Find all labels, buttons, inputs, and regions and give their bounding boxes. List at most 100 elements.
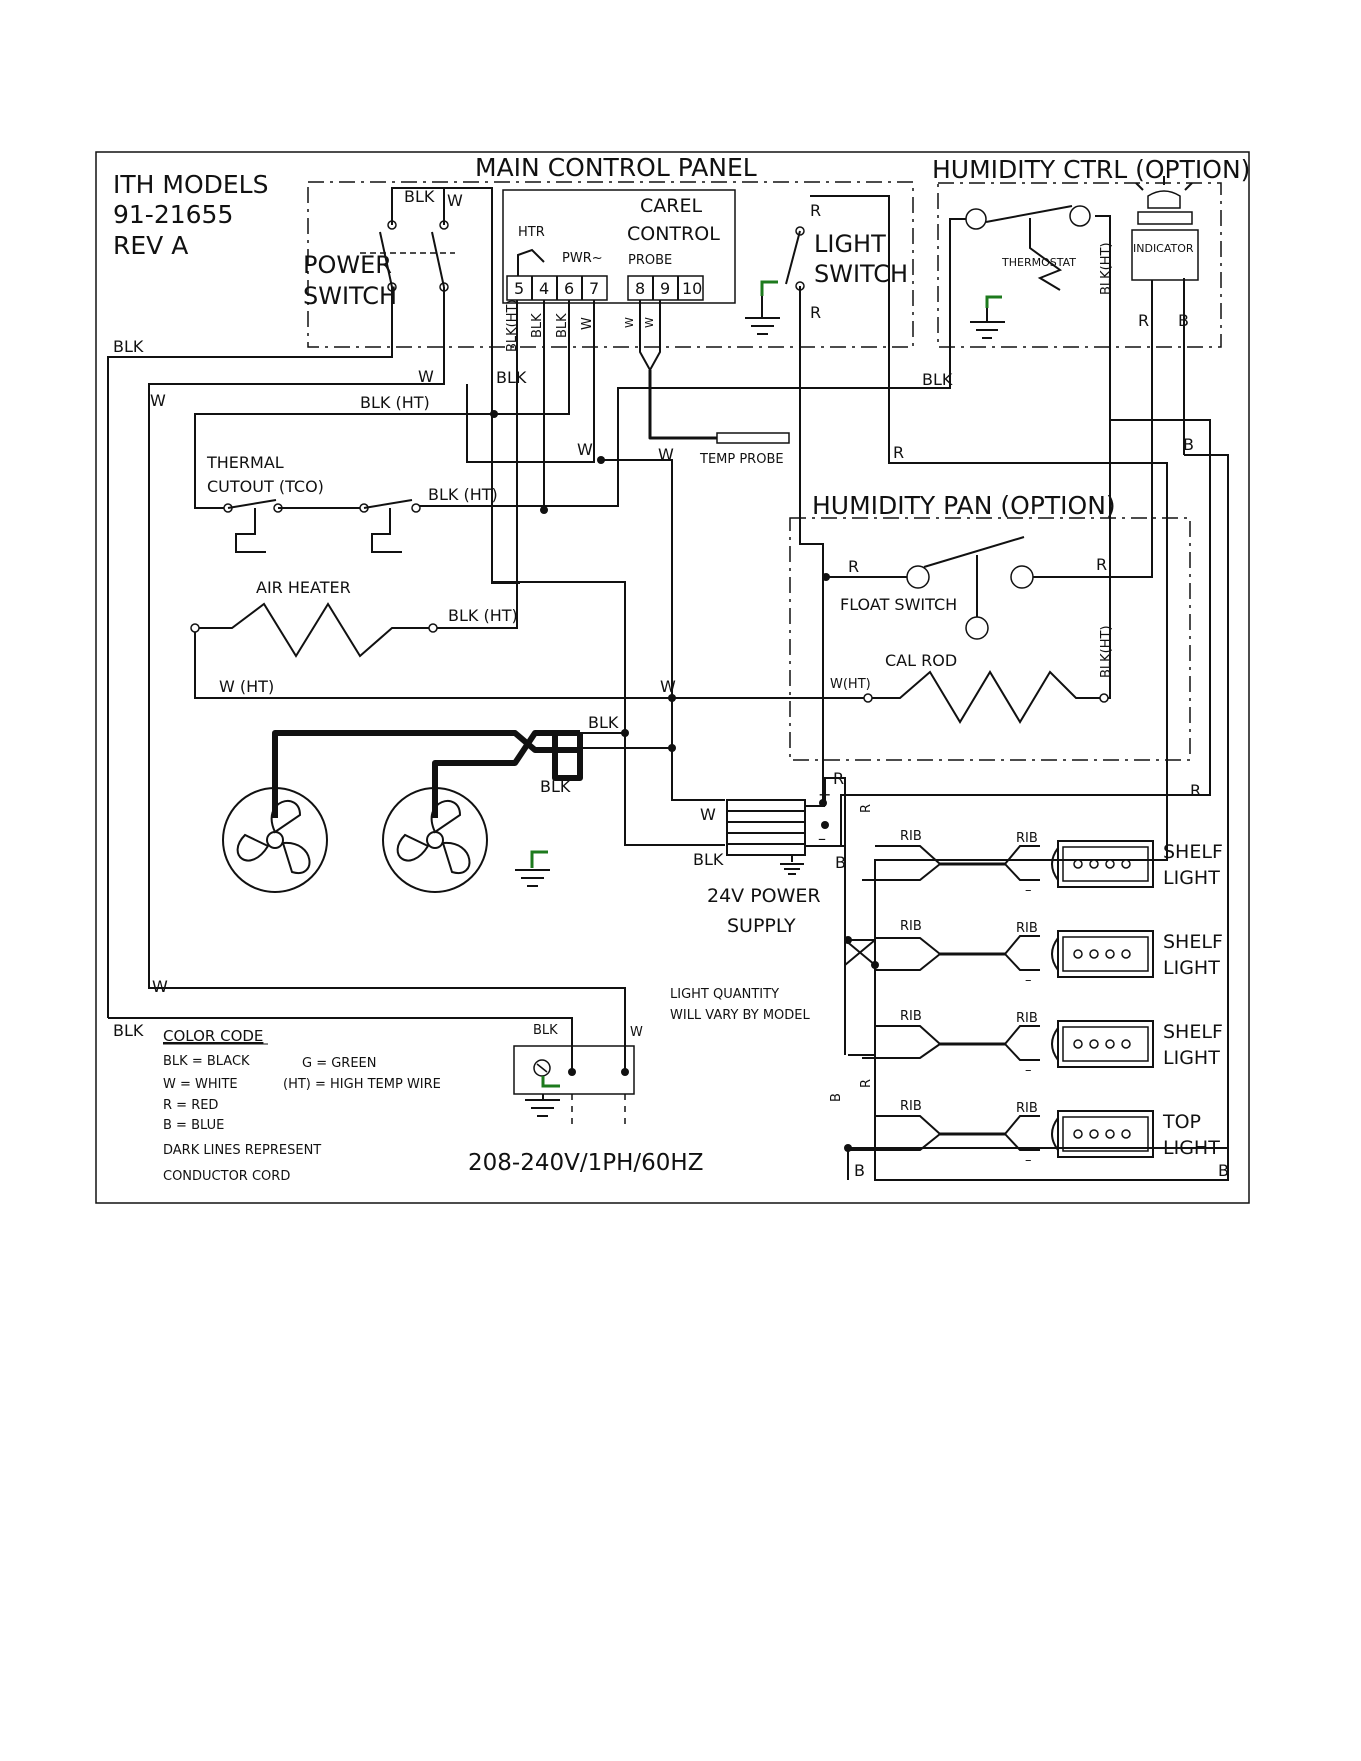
wire-label: B bbox=[1218, 1161, 1229, 1180]
wire-label: R bbox=[1190, 781, 1201, 800]
pwr-label: PWR~ bbox=[562, 251, 603, 266]
color-code-blk: BLK = BLACK bbox=[163, 1054, 250, 1069]
main-control-panel-title: MAIN CONTROL PANEL bbox=[475, 153, 757, 182]
wire-label: W bbox=[447, 191, 463, 210]
color-code-r: R = RED bbox=[163, 1098, 218, 1113]
main-control-panel-box bbox=[307, 181, 914, 348]
wire-label: RIB bbox=[900, 919, 922, 934]
cal-rod: CAL ROD W(HT) BLK(HT) bbox=[672, 420, 1114, 724]
wire-label: BLK bbox=[540, 777, 571, 796]
wire-label: R bbox=[848, 557, 859, 576]
humidity-pan-box bbox=[789, 517, 1191, 761]
light-label-1: TOP bbox=[1162, 1111, 1201, 1133]
light-minus: – bbox=[1025, 1063, 1032, 1078]
color-code-w: W = WHITE bbox=[163, 1077, 238, 1092]
wire-label: RIB bbox=[1016, 921, 1038, 936]
color-code-b: B = BLUE bbox=[163, 1118, 224, 1133]
wire-label: BLK (HT) bbox=[448, 606, 518, 625]
humidity-pan-title: HUMIDITY PAN (OPTION) bbox=[812, 491, 1116, 520]
wire-label: W bbox=[630, 1025, 643, 1040]
terminal-10: 10 bbox=[682, 279, 702, 298]
carel-label-1: CAREL bbox=[640, 195, 702, 217]
thermal-cutout: THERMAL CUTOUT (TCO) BLK (HT) bbox=[195, 453, 498, 553]
power-supply: W BLK + – R B 24V POWER SUPPLY bbox=[693, 769, 846, 937]
htr-label: HTR bbox=[518, 225, 545, 240]
wire-label: BLK(HT) bbox=[1099, 625, 1114, 678]
carel-label-2: CONTROL bbox=[627, 223, 720, 245]
diagram-frame bbox=[95, 151, 1250, 1204]
wire-label: RIB bbox=[900, 1009, 922, 1024]
wire-label: W bbox=[658, 445, 674, 464]
power-switch: BLK W POWER SWITCH bbox=[303, 187, 463, 310]
wire-label: R bbox=[1096, 555, 1107, 574]
wire-label: R bbox=[810, 303, 821, 322]
wire-label: RIB bbox=[900, 829, 922, 844]
wire-label: R bbox=[859, 1079, 874, 1088]
terminal-8: 8 bbox=[635, 279, 645, 298]
shelf-light-1: RIB RIB – SHELF LIGHT bbox=[862, 829, 1223, 898]
wire-label: B bbox=[854, 1161, 865, 1180]
wire-label: R bbox=[810, 201, 821, 220]
wire-label: BLK (HT) bbox=[428, 485, 498, 504]
wire-label: BLK bbox=[496, 368, 527, 387]
wire-label: BLK bbox=[555, 313, 570, 338]
terminal-6: 6 bbox=[564, 279, 574, 298]
wire-label: BLK (HT) bbox=[360, 393, 430, 412]
wire-label: BLK bbox=[404, 187, 435, 206]
light-switch: R R LIGHT SWITCH bbox=[785, 201, 908, 322]
light-label-1: SHELF bbox=[1163, 841, 1223, 863]
humidity-control: THERMOSTAT BLK(HT) INDICATOR R B bbox=[965, 176, 1199, 339]
light-label-2: LIGHT bbox=[1163, 1137, 1220, 1159]
tco-label-2: CUTOUT (TCO) bbox=[207, 477, 324, 496]
terminal-9: 9 bbox=[660, 279, 670, 298]
title-line-2: 91-21655 bbox=[113, 200, 233, 229]
fan-icon bbox=[382, 787, 488, 893]
air-heater-label: AIR HEATER bbox=[256, 578, 351, 597]
wire-label: W bbox=[152, 977, 168, 996]
wire-label: W bbox=[660, 677, 676, 696]
power-switch-label-2: SWITCH bbox=[303, 282, 397, 310]
probe-label: PROBE bbox=[628, 253, 672, 268]
light-quantity-note-1: LIGHT QUANTITY bbox=[670, 987, 779, 1002]
wire-label: BLK bbox=[922, 370, 953, 389]
wire-label: BLK bbox=[588, 713, 619, 732]
wire-label: BLK bbox=[533, 1023, 558, 1038]
wire-label: W bbox=[577, 440, 593, 459]
title-line-1: ITH MODELS bbox=[113, 170, 268, 199]
title-line-3: REV A bbox=[113, 231, 188, 260]
terminal-7: 7 bbox=[589, 279, 599, 298]
light-switch-label-1: LIGHT bbox=[814, 230, 886, 258]
psu-label-2: SUPPLY bbox=[727, 915, 796, 937]
fan-icon bbox=[222, 787, 328, 893]
light-label-1: SHELF bbox=[1163, 1021, 1223, 1043]
indicator-label: INDICATOR bbox=[1133, 242, 1194, 255]
wire-label: BLK bbox=[693, 850, 724, 869]
wire-label: BLK bbox=[113, 1021, 144, 1040]
light-label-2: LIGHT bbox=[1163, 867, 1220, 889]
wire-label: RIB bbox=[1016, 1101, 1038, 1116]
wire-label: B bbox=[835, 853, 846, 872]
light-label-2: LIGHT bbox=[1163, 957, 1220, 979]
light-label-2: LIGHT bbox=[1163, 1047, 1220, 1069]
wire-label: W bbox=[580, 317, 595, 330]
wire-label: RIB bbox=[1016, 1011, 1038, 1026]
supply-voltage-label: 208-240V/1PH/60HZ bbox=[468, 1150, 703, 1176]
wire-label: B bbox=[829, 1093, 844, 1102]
wire-label: W bbox=[643, 317, 656, 328]
wire-label: BLK bbox=[113, 337, 144, 356]
wire-label: W bbox=[418, 367, 434, 386]
psu-label-1: 24V POWER bbox=[707, 885, 821, 907]
wire-label: BLK(HT) bbox=[1099, 242, 1114, 295]
light-label-1: SHELF bbox=[1163, 931, 1223, 953]
temp-probe-label: TEMP PROBE bbox=[699, 452, 784, 467]
air-heater: AIR HEATER BLK (HT) W (HT) bbox=[190, 578, 518, 696]
color-code-ht: (HT) = HIGH TEMP WIRE bbox=[283, 1077, 441, 1092]
psu-minus: – bbox=[818, 829, 826, 848]
wire-label: BLK bbox=[530, 313, 545, 338]
wire-label: W(HT) bbox=[830, 677, 871, 692]
wire-label: RIB bbox=[900, 1099, 922, 1114]
light-minus: – bbox=[1025, 1153, 1032, 1168]
light-minus: – bbox=[1025, 883, 1032, 898]
wire-label: W bbox=[150, 391, 166, 410]
